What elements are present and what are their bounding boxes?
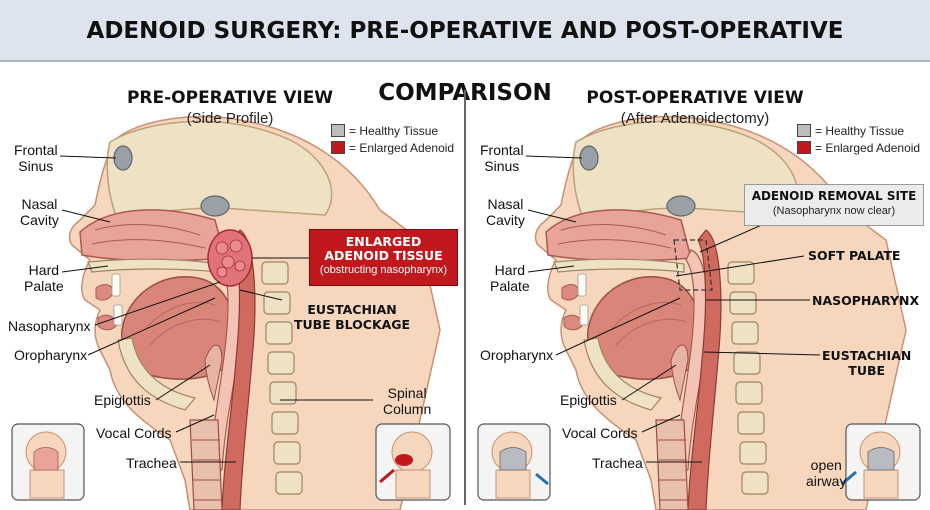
panel-divider xyxy=(464,90,466,505)
pre-op-legend: = Healthy Tissue = Enlarged Adenoid xyxy=(331,122,454,156)
post-op-subtitle: (After Adenoidectomy) xyxy=(620,110,770,127)
label-epiglottis: Epiglottis xyxy=(560,392,617,408)
callout-title: ADENOID REMOVAL SITE xyxy=(751,189,917,203)
pre-op-leader-lines xyxy=(59,155,373,463)
legend-enlarged-label: = Enlarged Adenoid xyxy=(815,140,921,155)
label-hard-palate: Hard Palate xyxy=(24,262,64,294)
label-nasal-cavity: Nasal Cavity xyxy=(20,196,59,228)
label-frontal-sinus: Frontal Sinus xyxy=(14,142,58,174)
label-epiglottis: Epiglottis xyxy=(94,392,151,408)
label-trachea: Trachea xyxy=(126,455,177,471)
healthy-swatch xyxy=(797,124,811,137)
callout-subtitle: (obstructing nasopharynx) xyxy=(319,264,448,276)
label-nasal-cavity: Nasal Cavity xyxy=(486,196,525,228)
label-oropharynx: Oropharynx xyxy=(14,347,88,363)
callout-subtitle: (Nasopharynx now clear) xyxy=(772,205,896,217)
label-hard-palate: Hard Palate xyxy=(490,262,530,294)
post-op-thumbnail-open-airway xyxy=(841,423,921,501)
label-nasopharynx: Nasopharynx xyxy=(8,318,91,334)
enlarged-swatch xyxy=(797,141,811,154)
label-trachea: Trachea xyxy=(592,455,643,471)
post-op-title: POST-OPERATIVE VIEW xyxy=(586,88,804,108)
label-eustachian-tube: EUSTACHIAN TUBE xyxy=(822,348,912,378)
pre-op-head-diagram xyxy=(68,115,441,510)
healthy-swatch xyxy=(331,124,345,137)
post-op-legend: = Healthy Tissue = Enlarged Adenoid xyxy=(797,122,920,156)
post-op-thumbnail-normal xyxy=(477,423,551,501)
legend-enlarged-label: = Enlarged Adenoid xyxy=(349,140,455,155)
label-spinal-column: Spinal Column xyxy=(383,385,432,417)
pre-op-thumbnail-normal xyxy=(11,423,85,501)
post-op-leader-lines xyxy=(525,155,821,463)
header-banner: ADENOID SURGERY: PRE-OPERATIVE AND POST-… xyxy=(0,0,930,106)
label-eustachian-tube-blockage: EUSTACHIAN TUBE BLOCKAGE xyxy=(294,302,411,332)
label-vocal-cords: Vocal Cords xyxy=(96,425,172,441)
enlarged-swatch xyxy=(331,141,345,154)
legend-healthy-label: = Healthy Tissue xyxy=(815,123,905,138)
pre-op-subtitle: (Side Profile) xyxy=(186,110,274,127)
adenoid-removal-site-outline xyxy=(673,239,713,291)
callout-title: ENLARGED ADENOID TISSUE xyxy=(324,234,443,263)
enlarged-adenoid xyxy=(207,229,253,287)
label-soft-palate: SOFT PALATE xyxy=(808,248,901,263)
pre-op-thumbnail-obstructed xyxy=(375,423,451,501)
legend-healthy-label: = Healthy Tissue xyxy=(349,123,439,138)
label-frontal-sinus: Frontal Sinus xyxy=(480,142,524,174)
pre-op-title: PRE-OPERATIVE VIEW xyxy=(126,88,334,108)
label-nasopharynx-post: NASOPHARYNX xyxy=(812,293,920,308)
label-vocal-cords: Vocal Cords xyxy=(562,425,638,441)
label-open-airway: open airway xyxy=(806,457,847,489)
enlarged-adenoid-callout: ENLARGED ADENOID TISSUE (obstructing nas… xyxy=(309,229,458,286)
label-oropharynx: Oropharynx xyxy=(480,347,554,363)
post-op-head-diagram xyxy=(534,115,907,510)
page-title: ADENOID SURGERY: PRE-OPERATIVE AND POST-… xyxy=(86,18,844,106)
removal-site-callout: ADENOID REMOVAL SITE (Nasopharynx now cl… xyxy=(744,184,924,226)
